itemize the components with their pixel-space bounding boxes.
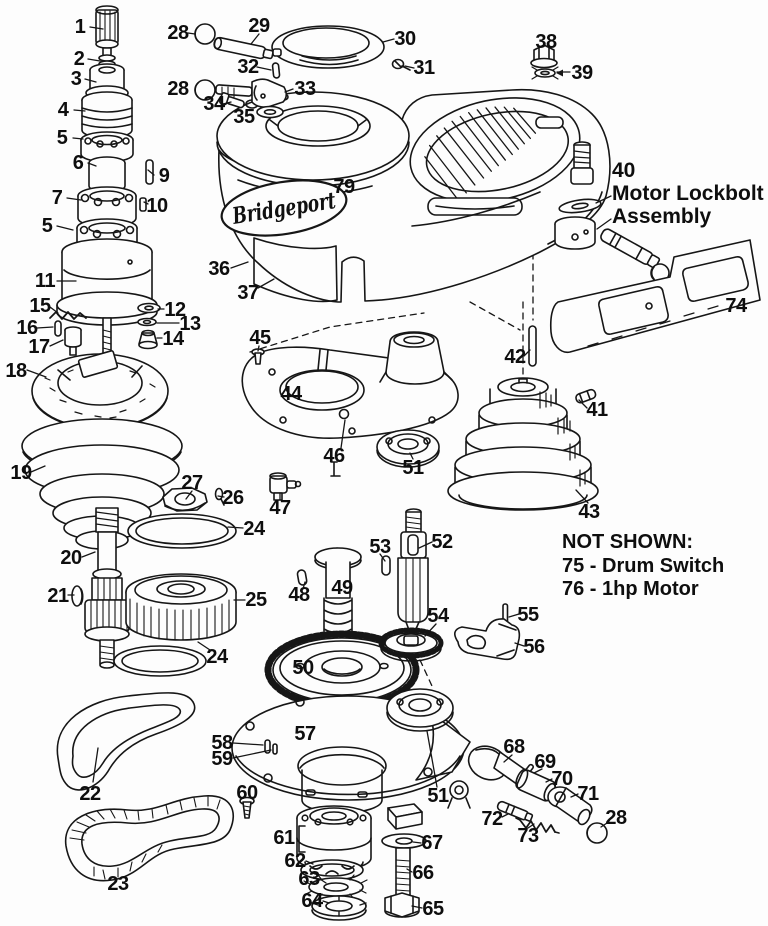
plug-14 [138,329,158,350]
pin-42 [528,325,537,367]
plunger-17 [64,326,82,356]
valve-47 [269,472,302,501]
screw-34 [218,92,245,109]
v-belt-23 [64,795,234,882]
motor-lockbolt-annotation: 40 Motor Lockbolt Assembly [612,159,764,228]
not-shown-item-75: 75 - Drum Switch [562,554,725,577]
not-shown-note: NOT SHOWN: 75 - Drum Switch 76 - 1hp Mot… [562,531,724,602]
pin-59 [272,743,278,755]
key-53 [381,555,391,576]
clamp-ring-18 [31,350,169,430]
clutch-ring-gear-25 [125,573,237,641]
bridgeport-logo-badge: Bridgeport [220,179,348,237]
lockbolt-line1: Motor Lockbolt [612,182,764,205]
gasket-ring-24-lower [113,645,207,677]
cover-plate-74 [549,239,761,354]
shift-fork-56 [454,618,521,661]
spring-pin-41 [575,388,597,404]
pin-32 [271,62,281,79]
bearing-51-lower [386,688,454,732]
leader-lines [26,26,612,909]
spring-73 [515,817,560,834]
step-pulley-43 [447,377,599,511]
bearing-5-upper [80,131,134,163]
ring-nut-30 [271,25,385,69]
washer-35 [256,105,284,119]
motor-lockbolt-assembly [554,141,670,283]
bearing-51-upper [376,429,440,468]
worm-coupling-49 [314,547,362,642]
stud-72 [496,800,534,822]
ball-28-bottom [586,822,608,844]
ribbed-nut-4 [81,91,133,139]
clutch-drum-11 [56,238,158,326]
key-10 [139,197,147,212]
washer-21 [71,585,84,607]
ball-28-top [194,23,216,45]
pin-16 [54,320,62,337]
gasket-ring-24-upper [127,513,237,549]
screw-31 [391,58,411,71]
lock-washer-39 [531,66,563,80]
splined-shaft-20 [84,507,130,669]
timing-belt-22 [56,692,196,791]
lockbolt-line2: Assembly [612,205,712,228]
pin-58 [264,739,271,754]
bearing-7 [77,186,137,228]
push-nut-12 [137,302,161,314]
key-48 [296,569,308,586]
ball-28-mid [194,79,216,101]
belt-housing-casting: Bridgeport [216,88,611,303]
pin-29 [213,36,274,60]
lockbolt-33 [215,78,288,108]
gear-54 [378,627,444,662]
pin-46 [330,461,341,477]
hex-nut-38 [530,44,558,69]
splined-shaft-52 [397,508,429,639]
hex-nut-27 [162,487,208,512]
bolt-66-assembly [381,803,427,918]
screw-60 [239,796,255,819]
slotted-nut-64 [311,895,367,921]
washer-13 [137,317,157,327]
lockbolt-number: 40 [612,159,636,182]
sleeve-70 [515,768,557,802]
not-shown-item-76: 76 - 1hp Motor [562,578,699,600]
not-shown-heading: NOT SHOWN: [562,531,694,553]
brake-plate-44 [241,331,459,439]
elbow-71 [547,786,593,826]
